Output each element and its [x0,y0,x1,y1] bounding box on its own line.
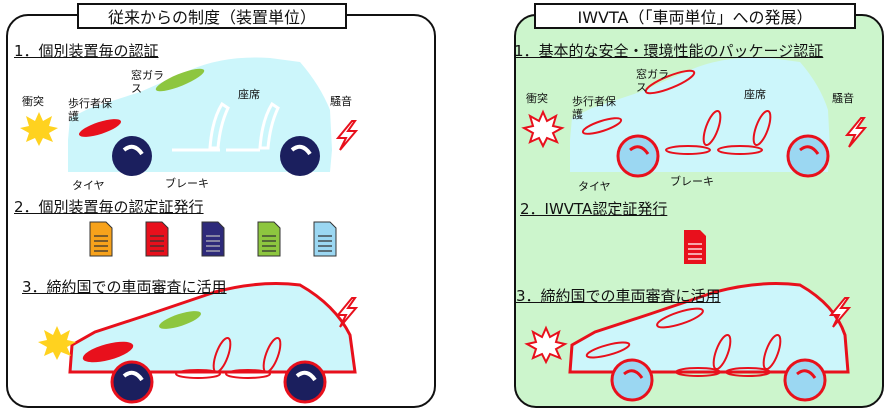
document-icon-lightblue [313,221,337,257]
noise-lightning-icon [828,297,852,328]
label-pedestrian-1: 歩行者保 [68,97,112,110]
label-seat: 座席 [744,88,766,101]
right-step-3: 3．締約国での車両審査に活用 [516,287,721,305]
label-window-2: ス [131,82,142,95]
label-window-2: ス [636,81,647,94]
noise-lightning-icon [335,120,359,151]
label-noise: 騒音 [330,95,352,108]
label-noise: 騒音 [832,92,854,105]
noise-lightning-icon [844,117,868,148]
right-car-bottom [568,282,850,402]
iwvta-title: IWVTA（「車両単位」への発展） [534,3,856,29]
seat-part [258,101,280,150]
noise-lightning-icon [335,297,359,328]
left-car-bottom [68,282,357,404]
label-brake: ブレーキ [670,175,714,188]
label-collision: 衝突 [22,95,44,108]
pedestrian-protection-part [78,119,122,137]
collision-burst-icon [20,112,58,146]
label-pedestrian-2: 護 [68,110,79,123]
label-window-1: 窓ガラ [131,69,164,82]
right-step-1: 1．基本的な安全・環境性能のパッケージ認証 [514,42,824,60]
document-icon-red [145,221,169,257]
label-tire: タイヤ [72,179,105,192]
label-pedestrian-2: 護 [572,108,583,121]
certificate-documents [89,221,337,257]
left-step-3: 3．締約国での車両審査に活用 [22,278,227,296]
right-step-2: 2．IWVTA認定証発行 [520,200,668,218]
label-pedestrian-1: 歩行者保 [572,95,616,108]
left-car-top [68,57,332,176]
collision-burst-icon [38,326,76,360]
label-seat: 座席 [238,88,260,101]
tire-front [112,136,152,176]
document-icon-navy [201,221,225,257]
label-brake: ブレーキ [165,177,209,190]
left-step-2: 2．個別装置毎の認定証発行 [14,198,204,216]
window-glass-part [155,68,205,92]
collision-burst-icon [524,325,568,365]
tire-rear [280,136,320,176]
label-collision: 衝突 [526,92,548,105]
label-window-1: 窓ガラ [636,68,669,81]
iwvta-certificate-document [684,230,706,264]
conventional-title: 従来からの制度（装置単位） [77,3,347,29]
right-car-top [570,57,830,178]
document-icon-green [257,221,281,257]
label-tire: タイヤ [578,180,611,193]
left-step-1: 1．個別装置毎の認証 [14,42,159,60]
document-icon-orange [89,221,113,257]
collision-burst-icon [521,109,565,149]
